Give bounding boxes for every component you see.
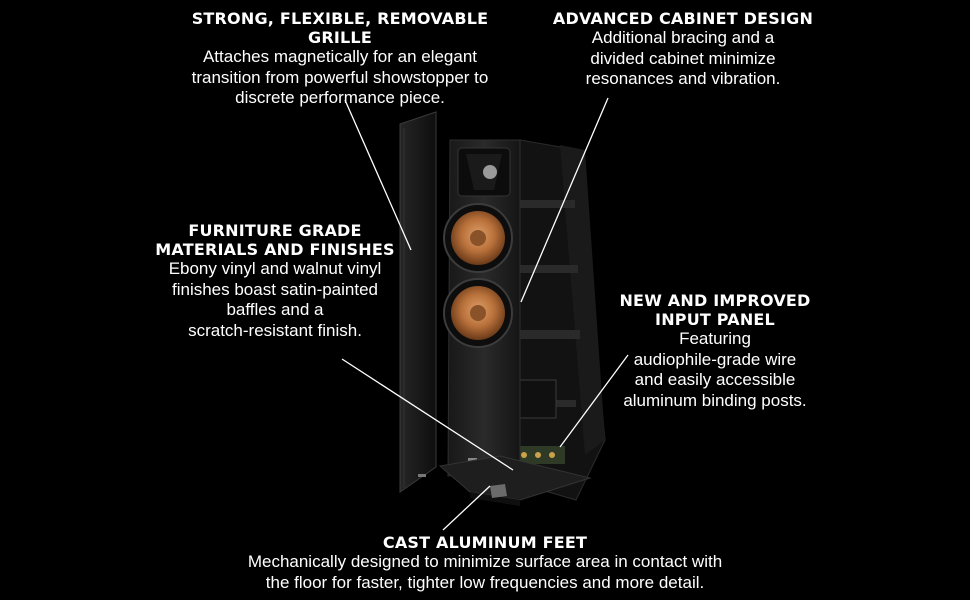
woofer-lower-graphic	[443, 278, 513, 348]
feature-furniture: FURNITURE GRADE MATERIALS AND FINISHES E…	[150, 221, 400, 341]
feature-feet-title: CAST ALUMINUM FEET	[382, 533, 588, 552]
cabinet-front-baffle	[443, 139, 521, 477]
feature-input-panel-title: NEW AND IMPROVED INPUT PANEL	[619, 291, 811, 329]
cabinet-logo-icon	[468, 458, 477, 461]
tweeter-icon	[483, 165, 497, 179]
feature-grille-title: STRONG, FLEXIBLE, REMOVABLE GRILLE	[191, 9, 489, 47]
cast-aluminum-foot-graphic	[490, 484, 507, 498]
feature-grille-description: Attaches magnetically for an elegant tra…	[191, 47, 489, 107]
feature-feet: CAST ALUMINUM FEET Mechanically designed…	[225, 533, 745, 593]
feature-cabinet: ADVANCED CABINET DESIGN Additional braci…	[548, 9, 818, 90]
callout-lines	[341, 97, 629, 531]
feature-feet-description: Mechanically designed to minimize surfac…	[247, 552, 723, 592]
speaker-base	[438, 455, 592, 506]
grille-logo-icon	[418, 474, 426, 477]
feature-cabinet-title: ADVANCED CABINET DESIGN	[552, 9, 814, 28]
feature-furniture-description: Ebony vinyl and walnut vinyl finishes bo…	[168, 259, 382, 340]
feature-furniture-title: FURNITURE GRADE MATERIALS AND FINISHES	[155, 221, 395, 259]
feature-grille: STRONG, FLEXIBLE, REMOVABLE GRILLE Attac…	[160, 9, 520, 109]
cabinet-back-shell	[499, 139, 606, 501]
feature-cabinet-description: Additional bracing and a divided cabinet…	[585, 28, 781, 88]
woofer-upper-graphic	[443, 203, 513, 273]
cabinet-callout-line	[520, 97, 609, 303]
input-callout-line	[559, 354, 629, 448]
feature-input-panel: NEW AND IMPROVED INPUT PANEL Featuring a…	[600, 291, 830, 411]
feet-callout-line	[442, 485, 491, 531]
furniture-callout-line	[341, 358, 514, 471]
grille-callout-line	[344, 99, 412, 251]
grille-panel	[399, 111, 437, 493]
feature-input-panel-description: Featuring audiophile-grade wire and easi…	[623, 329, 807, 410]
